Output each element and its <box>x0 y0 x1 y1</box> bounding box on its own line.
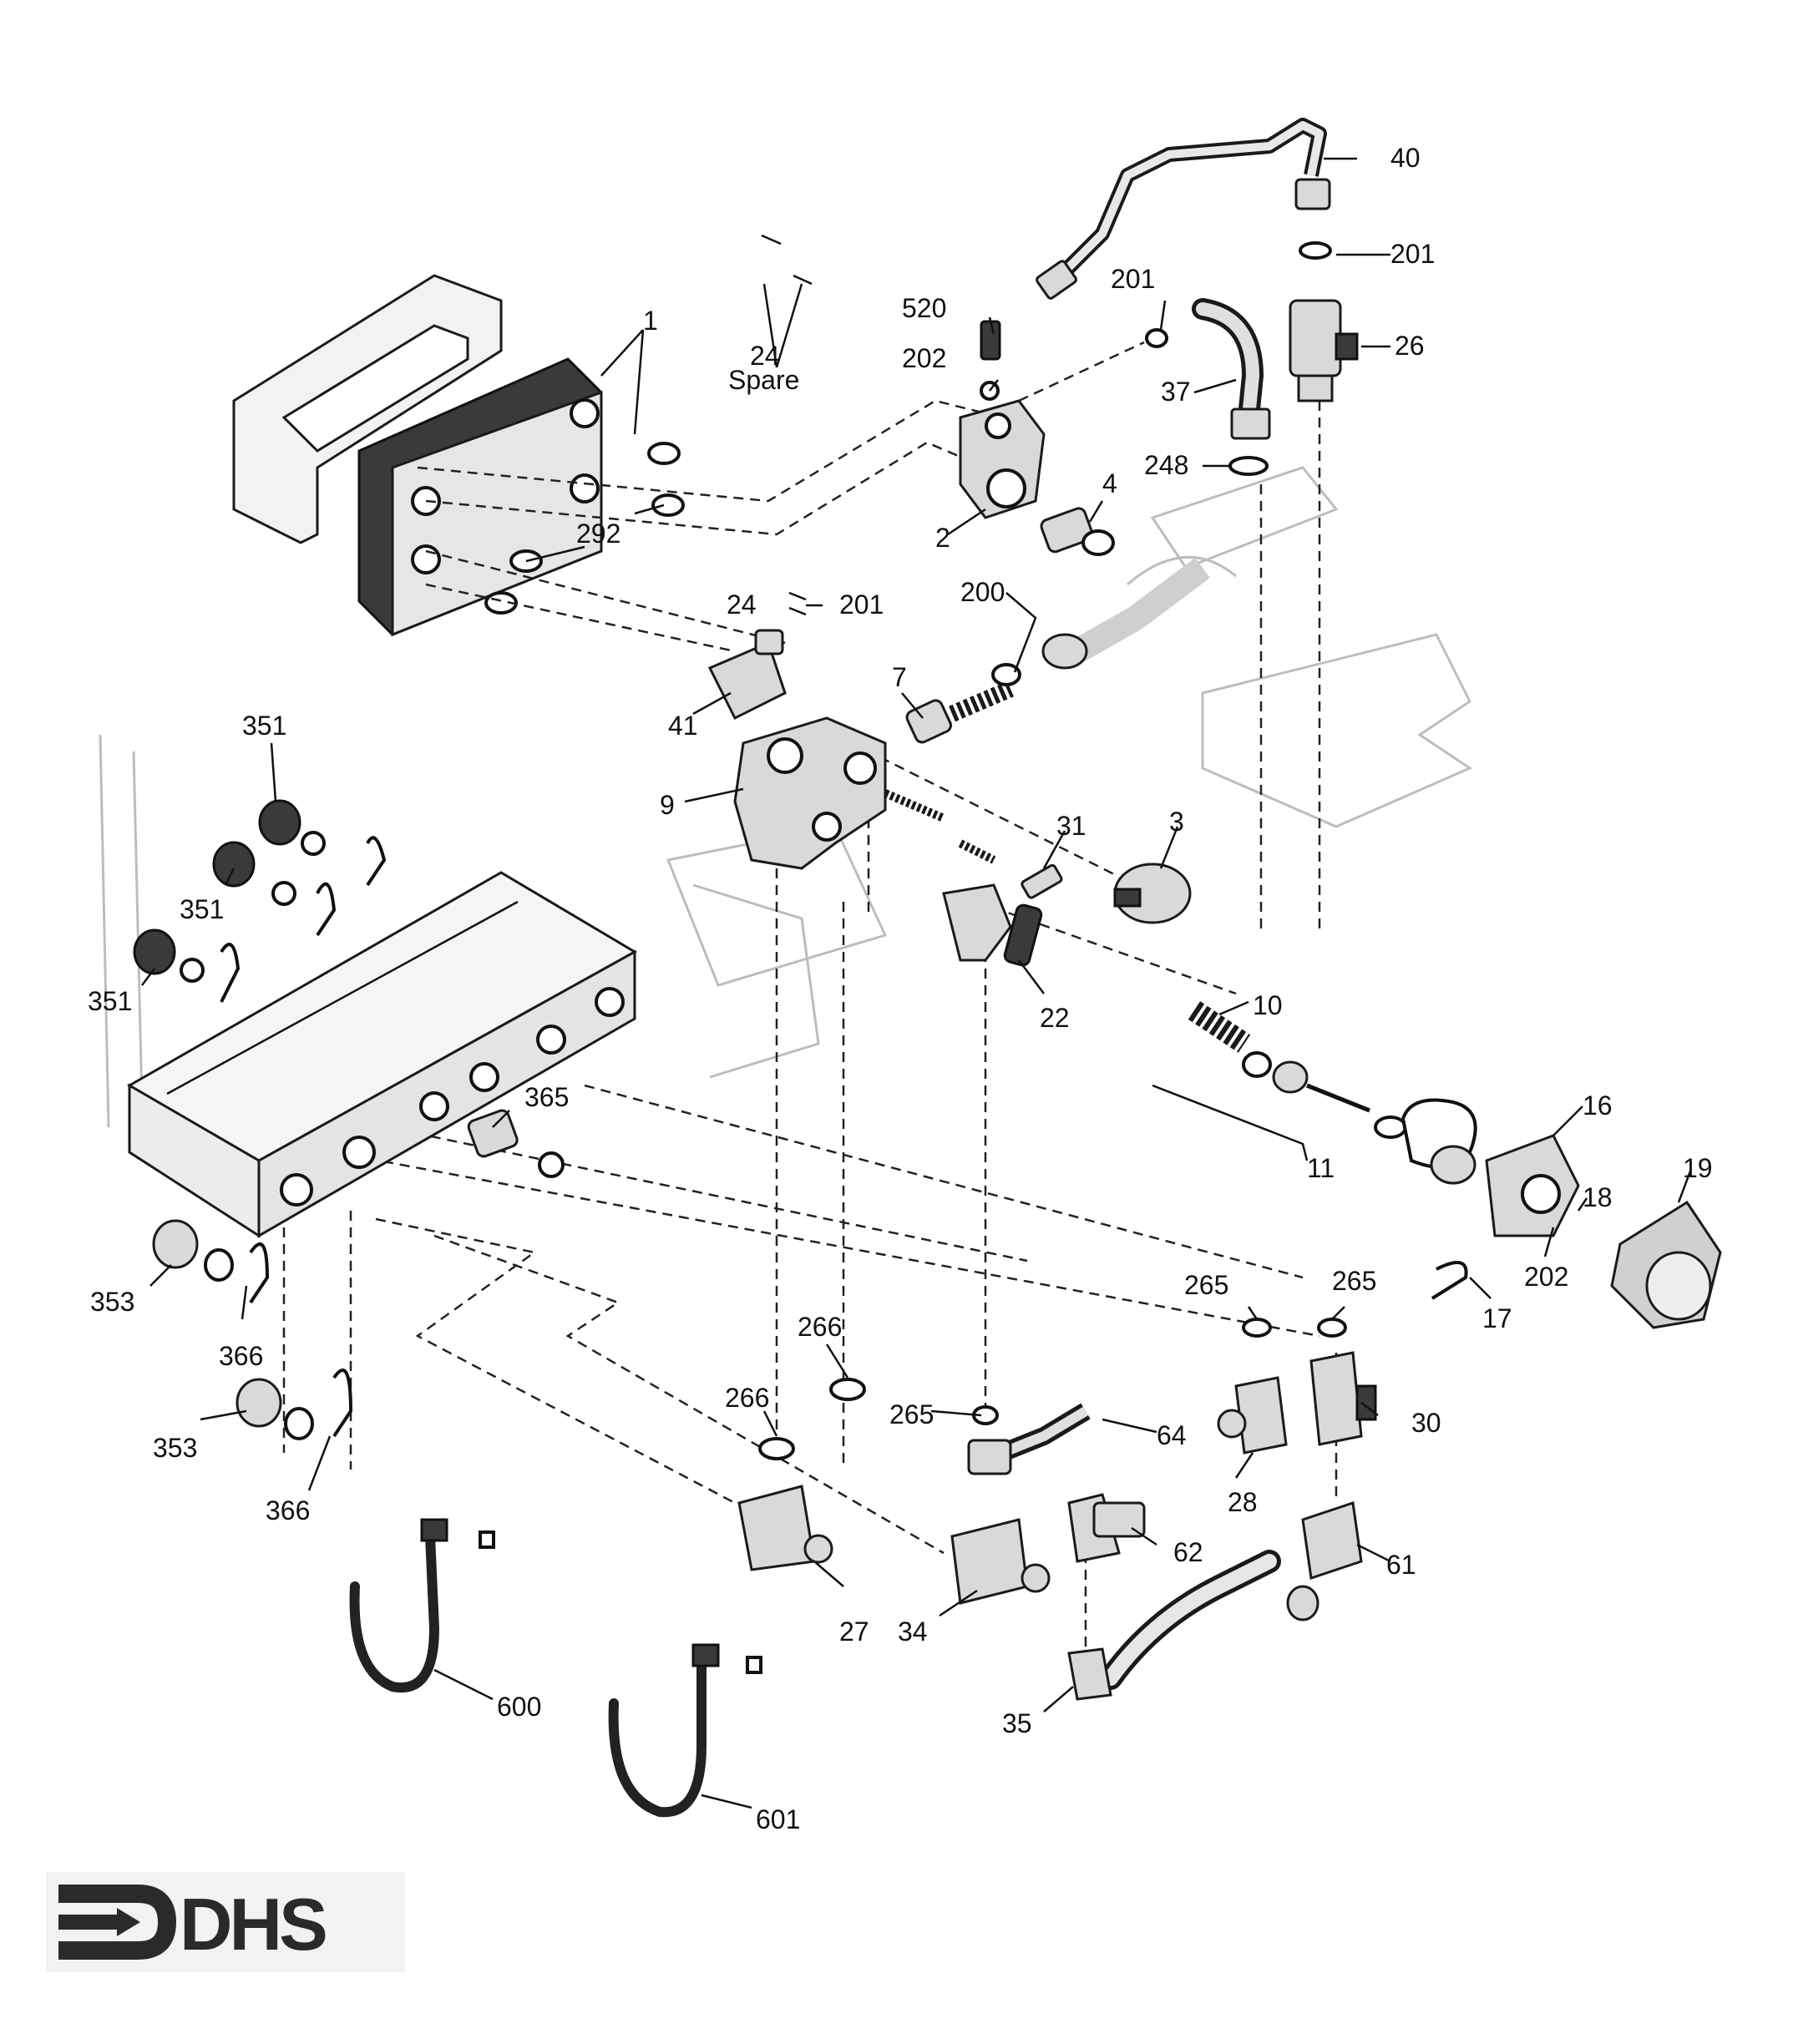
label-201-upper-right: 201 <box>1390 239 1435 269</box>
pressure-sensor-3 <box>1113 863 1192 924</box>
label-365: 365 <box>524 1082 569 1112</box>
dhs-logo-text: DHS <box>180 1883 326 1966</box>
part-number-labels: 1 24 Spare 520 202 201 40 201 26 37 248 … <box>88 143 1713 1834</box>
fitting-365 <box>467 1109 565 1178</box>
label-11: 11 <box>1307 1153 1335 1183</box>
spare-clips-24 <box>761 234 813 616</box>
clip-17 <box>1431 1261 1468 1300</box>
tee-61 <box>1286 1501 1363 1622</box>
nuts-351 <box>133 799 326 983</box>
label-366-top: 366 <box>219 1341 263 1371</box>
label-4: 4 <box>1102 468 1117 498</box>
label-19: 19 <box>1683 1153 1713 1183</box>
label-27: 27 <box>839 1616 869 1647</box>
heat-exchanger <box>232 274 603 637</box>
manifold-9 <box>733 716 887 870</box>
seal-rings-292 <box>484 442 685 615</box>
label-64: 64 <box>1157 1420 1187 1450</box>
label-292: 292 <box>576 519 620 549</box>
label-17: 17 <box>1482 1303 1512 1333</box>
label-9: 9 <box>660 790 675 820</box>
fitting-4 <box>1040 507 1115 556</box>
label-266-lower: 266 <box>725 1383 769 1413</box>
mounting-bracket <box>126 871 638 1238</box>
label-248: 248 <box>1144 450 1188 480</box>
label-200: 200 <box>960 577 1005 607</box>
label-202-upper: 202 <box>902 343 946 373</box>
label-601: 601 <box>756 1804 800 1834</box>
pipe-40 <box>1036 118 1331 300</box>
label-265-left: 265 <box>1184 1270 1228 1300</box>
wiring-harness-600 <box>349 1518 495 1693</box>
label-24-spare-number: 24 <box>750 341 780 371</box>
label-265-lower: 265 <box>889 1399 934 1429</box>
pump-motor-19 <box>1610 1200 1722 1329</box>
label-353-top: 353 <box>90 1287 134 1317</box>
label-3: 3 <box>1169 807 1184 837</box>
label-30: 30 <box>1411 1408 1441 1438</box>
label-37: 37 <box>1161 377 1191 407</box>
spring-10 <box>1188 1001 1251 1053</box>
label-202-right: 202 <box>1524 1262 1568 1292</box>
valve-28 <box>1217 1318 1288 1455</box>
pipe-64 <box>829 1378 1091 1475</box>
label-34: 34 <box>898 1616 928 1647</box>
flow-valve-26 <box>1289 241 1359 402</box>
label-520: 520 <box>902 293 946 323</box>
label-1: 1 <box>643 306 658 336</box>
label-24: 24 <box>727 589 757 620</box>
pump-housing-16 <box>1485 1134 1580 1237</box>
label-351-top: 351 <box>242 711 286 741</box>
label-201-mid: 201 <box>839 589 884 620</box>
label-600: 600 <box>497 1692 541 1722</box>
label-353-bottom: 353 <box>153 1433 197 1463</box>
label-22: 22 <box>1040 1003 1070 1033</box>
valve-30 <box>1309 1318 1377 1446</box>
label-7: 7 <box>892 662 907 692</box>
label-10: 10 <box>1253 990 1283 1020</box>
label-61: 61 <box>1386 1550 1416 1580</box>
label-265-right: 265 <box>1332 1266 1376 1296</box>
spring-200-7 <box>905 558 1210 744</box>
assembly-dashed-lines <box>132 341 1338 1662</box>
label-2: 2 <box>935 523 950 553</box>
hose-35 <box>1067 1550 1281 1701</box>
label-266-upper: 266 <box>798 1312 842 1342</box>
wiring-harness-601 <box>608 1643 762 1818</box>
label-41: 41 <box>668 711 698 741</box>
shaft-assembly-11 <box>1242 1051 1477 1185</box>
clips-366 <box>220 836 387 1438</box>
label-26: 26 <box>1395 331 1425 361</box>
label-351-middle: 351 <box>180 894 224 924</box>
valve-27 <box>737 1437 833 1571</box>
sensor-520 <box>980 320 1001 401</box>
dhs-logo: DHS <box>46 1872 405 1972</box>
label-35: 35 <box>1002 1708 1032 1738</box>
valve-34 <box>950 1518 1051 1605</box>
label-28: 28 <box>1228 1487 1258 1517</box>
label-351-bottom: 351 <box>88 986 132 1016</box>
nuts-353 <box>152 1219 314 1440</box>
label-18: 18 <box>1583 1182 1613 1212</box>
label-spare: Spare <box>728 365 799 395</box>
valve-22 <box>942 883 1043 967</box>
label-40: 40 <box>1390 143 1421 173</box>
label-201-upper-left: 201 <box>1111 264 1155 294</box>
valve-41 <box>707 629 787 721</box>
label-31: 31 <box>1056 811 1086 841</box>
label-16: 16 <box>1583 1090 1613 1121</box>
fitting-31 <box>884 789 1063 899</box>
label-62: 62 <box>1173 1537 1203 1567</box>
leader-lines <box>141 157 1693 1809</box>
label-366-bottom: 366 <box>266 1495 310 1525</box>
valve-body-2 <box>959 399 1046 519</box>
